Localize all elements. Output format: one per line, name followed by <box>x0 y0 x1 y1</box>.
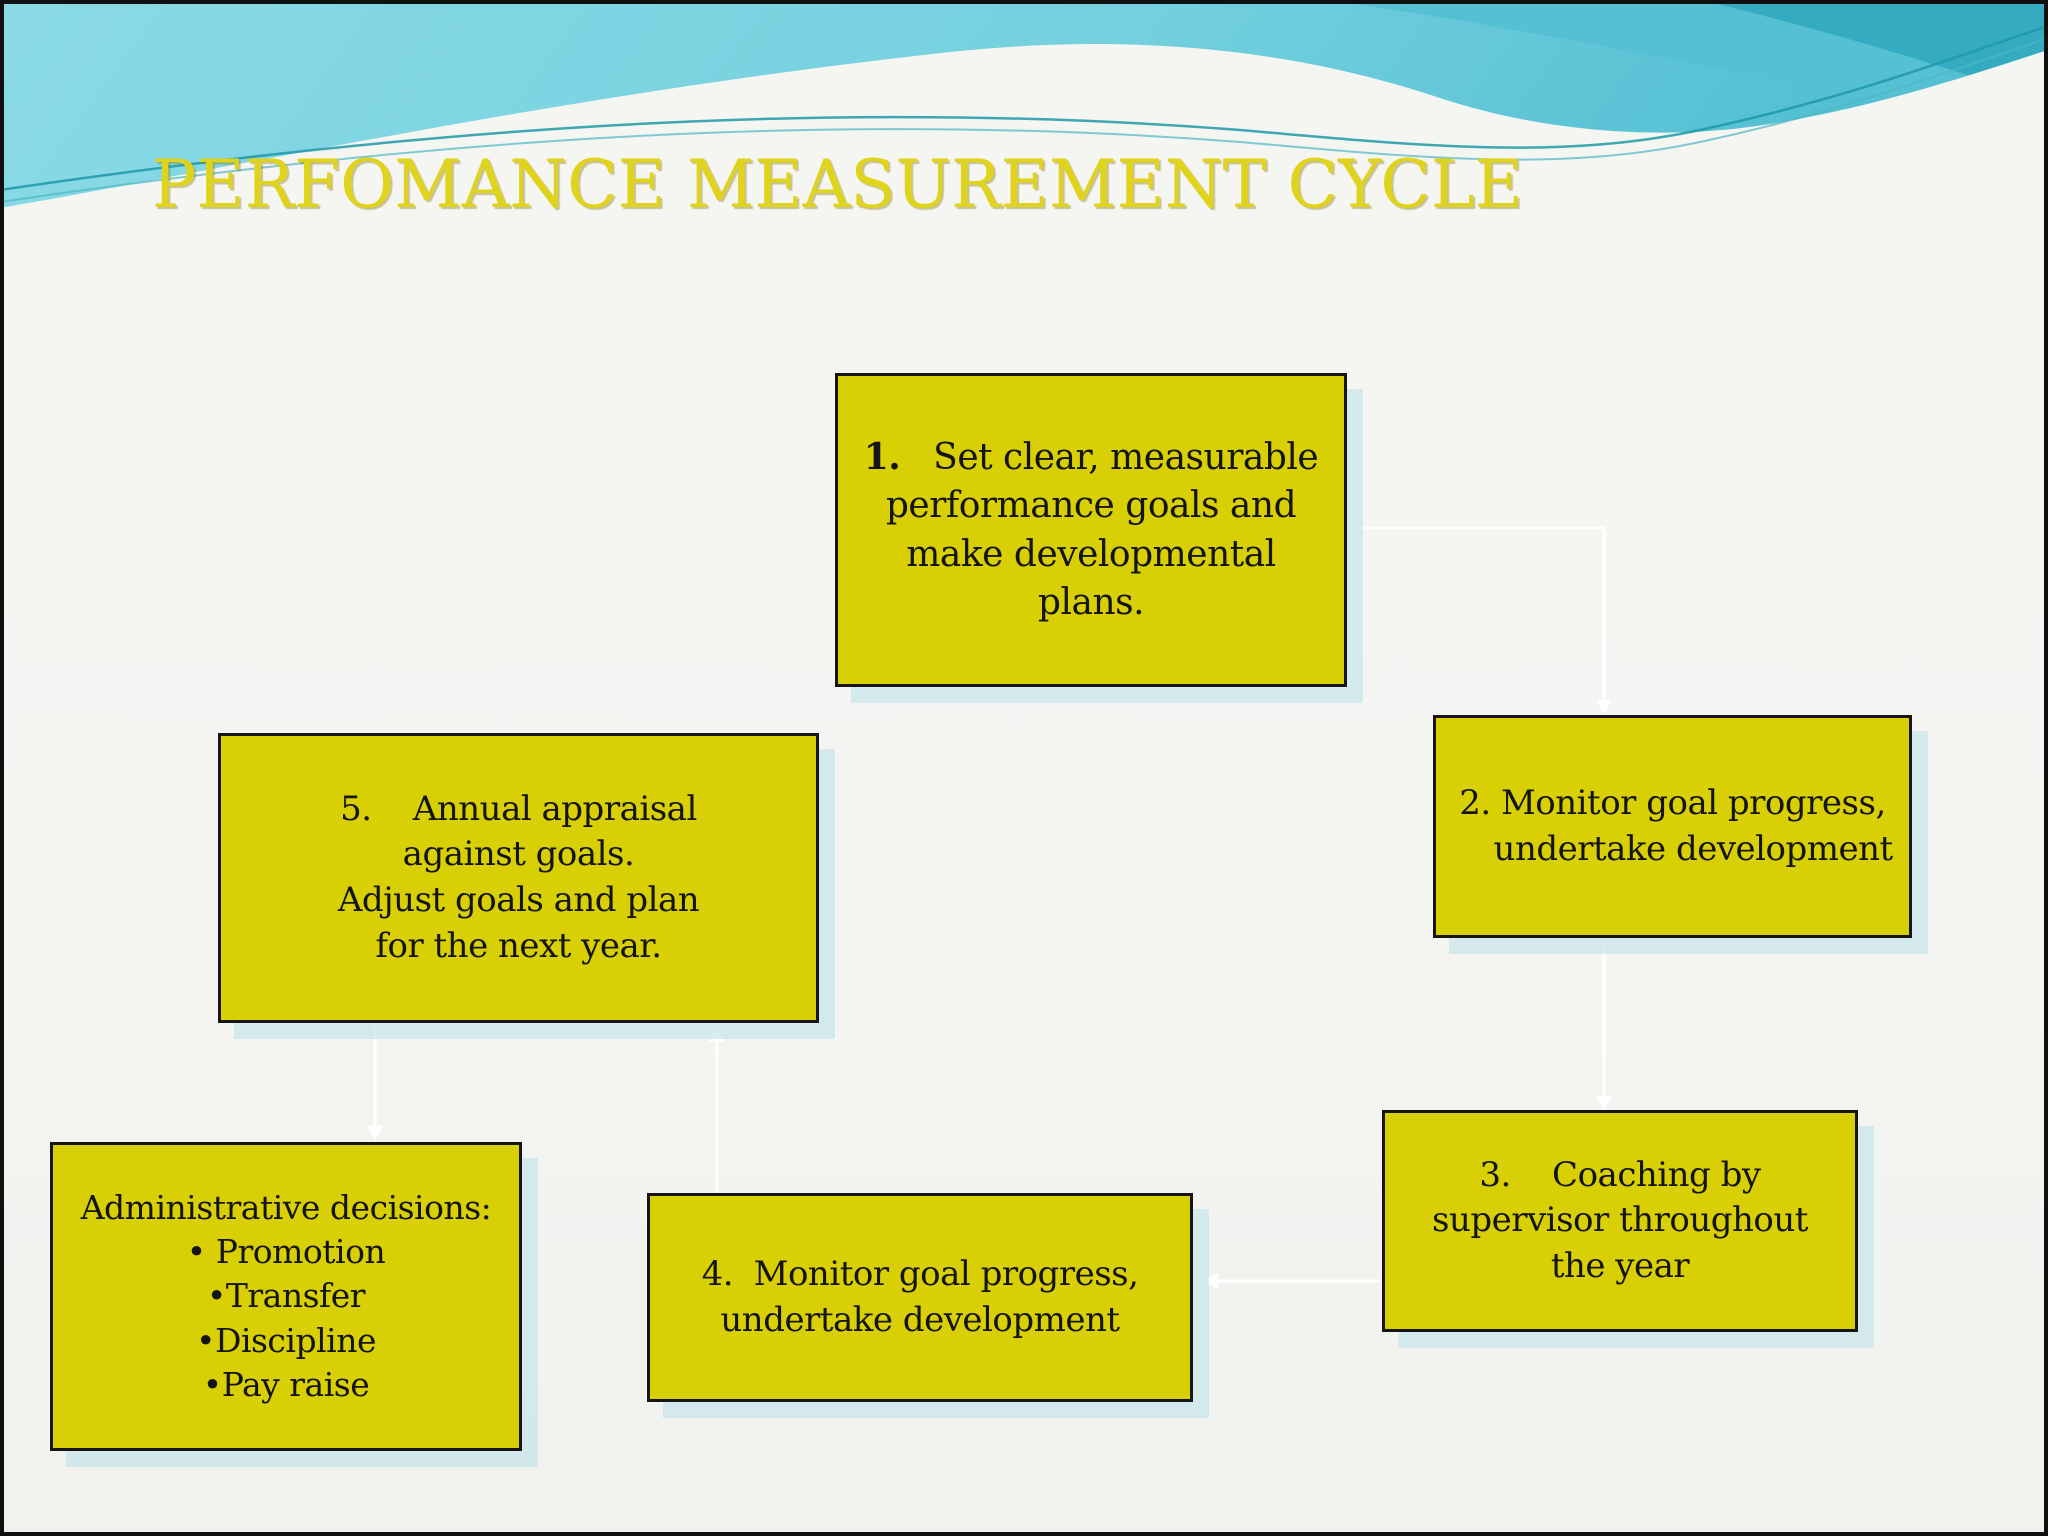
arrowhead-left-step4 <box>1204 1273 1218 1289</box>
step-box-1: 1. Set clear, measurable performance goa… <box>835 373 1347 687</box>
step-box-5: 5. Annual appraisal against goals. Adjus… <box>218 733 819 1023</box>
wave-accent-line-2 <box>0 37 2048 203</box>
administrative-decisions-text: Administrative decisions: • Promotion •T… <box>80 1187 492 1404</box>
step-3-text: 3. Coaching by supervisor throughout the… <box>1432 1154 1808 1286</box>
arrowhead-down-step3 <box>1596 1096 1612 1110</box>
connector-step1-step2 <box>1347 526 1606 702</box>
wave-darker-corner <box>1700 0 2048 102</box>
slide-title: PERFOMANCE MEASUREMENT CYCLE <box>152 146 1523 223</box>
step-2-text: 2. Monitor goal progress, undertake deve… <box>1459 782 1893 869</box>
step-1-body: Set clear, measurable performance goals … <box>885 437 1319 623</box>
step-box-4: 4. Monitor goal progress, undertake deve… <box>647 1193 1193 1402</box>
step-1-text: 1. Set clear, measurable performance goa… <box>863 433 1319 627</box>
step-box-2: 2. Monitor goal progress, undertake deve… <box>1433 715 1912 938</box>
header-wave-decoration <box>0 0 2048 340</box>
arrowhead-down-step2 <box>1596 700 1612 714</box>
step-box-3: 3. Coaching by supervisor throughout the… <box>1382 1110 1858 1332</box>
step-5-text: 5. Annual appraisal against goals. Adjus… <box>337 788 700 966</box>
arrowhead-down-admin <box>367 1126 383 1140</box>
wave-white-dome <box>0 44 2048 340</box>
administrative-decisions-box: Administrative decisions: • Promotion •T… <box>50 1142 522 1451</box>
arrowhead-up-step5 <box>709 1028 725 1042</box>
step-1-number: 1. <box>863 436 901 479</box>
step-4-text: 4. Monitor goal progress, undertake deve… <box>701 1253 1139 1340</box>
wave-accent-line-1 <box>0 24 2048 192</box>
